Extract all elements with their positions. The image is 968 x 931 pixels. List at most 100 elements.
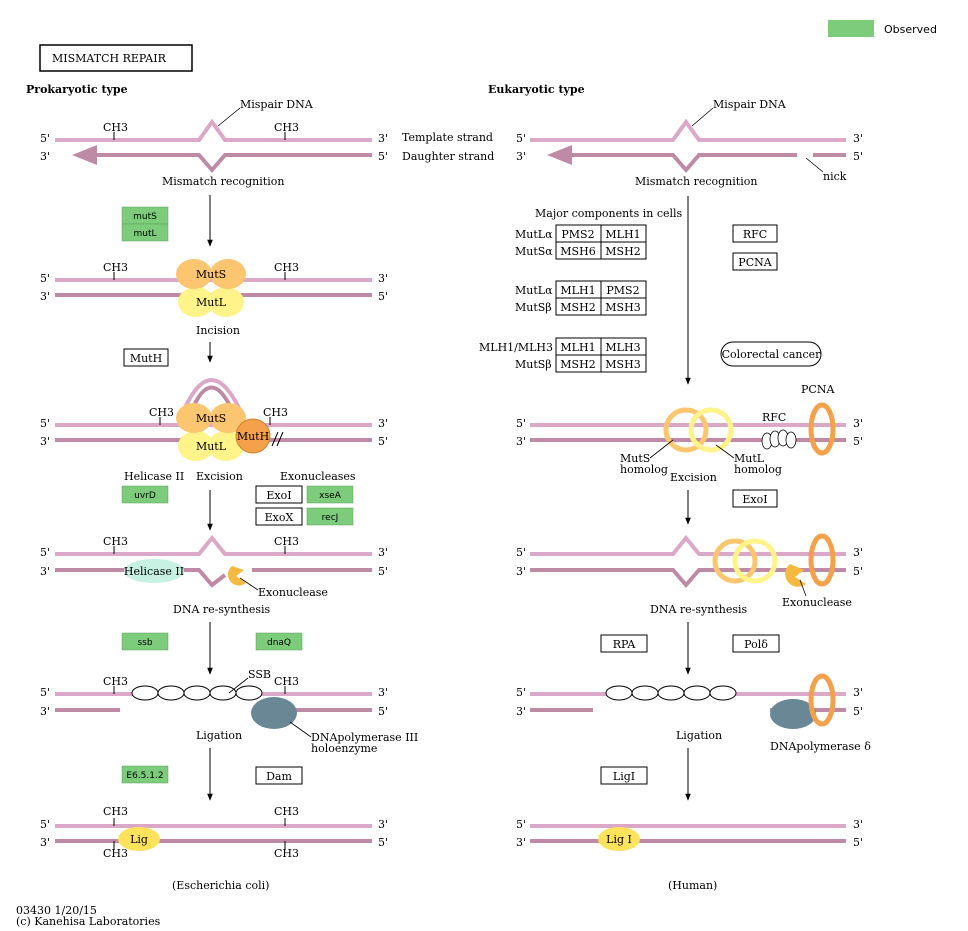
euk-row-3: 5' 3' 3' 5' Exonuclease DNA re-synthesis [516,533,863,616]
prime-3: 3' [853,686,863,699]
footer-copyright: (c) Kanehisa Laboratories [16,915,161,928]
lig-protein-label: Lig [130,833,148,846]
prime-5: 5' [516,818,526,831]
cell-msh2: MSH2 [560,301,595,314]
gene-Pol[interactable] [732,634,780,653]
prime-3: 3' [40,705,50,718]
mlh1mlh3-label: MLH1/MLH3 [479,341,553,354]
gene-mutL-label: mutL [133,229,156,239]
ch3-label: CH3 [274,121,299,134]
gene-Dam[interactable] [255,766,303,785]
gene-dnaQ[interactable] [255,632,303,651]
cell-mlh1: MLH1 [605,228,640,241]
prime-3: 3' [853,818,863,831]
gene-E6512[interactable] [121,765,169,784]
gene-recJ-label: recJ [322,513,339,523]
prok-ligation-label: Ligation [196,729,242,742]
mutsb-label: MutSβ [515,301,552,314]
gene-LigI-label: LigI [613,770,635,783]
prime-3: 3' [40,565,50,578]
mutsa-label: MutSα [515,245,553,258]
major-components: Major components in cells MutLα MutSα PM… [479,207,683,373]
euk-mispair-label: Mispair DNA [713,98,787,111]
prok-exonuclease-label: Exonuclease [258,586,328,599]
gene-xseA[interactable] [306,485,354,504]
ch3-label: CH3 [103,121,128,134]
prime-3: 3' [516,836,526,849]
euk-excision-label: Excision [670,471,717,484]
prok-row-2: CH3 CH3 5' 3' 3' 5' MutS MutL Incision [40,259,388,337]
ch3-label: CH3 [274,805,299,818]
ch3-label: CH3 [103,675,128,688]
prime-5: 5' [378,150,388,163]
gene-dnaQ-label: dnaQ [267,638,291,648]
colorectal-cancer-link[interactable] [720,341,822,367]
gene-MutH[interactable] [123,348,169,367]
cell-pms2: PMS2 [606,284,639,297]
prok-dnapol-label-2: holoenzyme [311,742,377,755]
prime-5: 5' [378,435,388,448]
gene-ssb-label: ssb [137,638,152,648]
gene-ExoX[interactable] [255,507,303,526]
pcna-label: PCNA [801,383,835,396]
prok-row-6: CH3 CH3 CH3 CH3 5' 3' 3' 5' Lig (Escheri… [40,805,388,892]
prime-3: 3' [516,435,526,448]
gene-PCNA-label: PCNA [738,256,772,269]
euk-exonuclease-label: Exonuclease [782,596,852,609]
cell-pms2: PMS2 [561,228,594,241]
prime-5: 5' [378,836,388,849]
prime-3: 3' [516,705,526,718]
ch3-label: CH3 [274,535,299,548]
prime-3: 3' [853,546,863,559]
gene-RFC[interactable] [732,224,778,243]
gene-Dam-label: Dam [266,770,292,783]
mutl-homolog-label-2: homolog [734,463,782,476]
prime-3: 3' [853,132,863,145]
euk-mismatch-recognition-label: Mismatch recognition [635,175,757,188]
euk-row-5: 5' 3' 3' 5' Lig I (Human) [516,818,863,892]
gene-ExoI-euk[interactable] [732,489,778,508]
legend-swatch [828,20,874,37]
gene-PCNA[interactable] [732,252,778,271]
ch3-label: CH3 [274,847,299,860]
gene-recJ[interactable] [306,507,354,526]
cell-msh3: MSH3 [605,358,640,371]
prime-5: 5' [516,132,526,145]
colorectal-cancer-label: Colorectal cancer [722,348,822,361]
gene-ExoI-label: ExoI [266,489,291,502]
ch3-label: CH3 [103,535,128,548]
prime-3: 3' [378,818,388,831]
prok-resynthesis-label: DNA re-synthesis [173,603,270,616]
prime-3: 3' [853,417,863,430]
cell-msh6: MSH6 [560,245,595,258]
prime-3: 3' [516,150,526,163]
ligi-protein-label: Lig I [606,833,632,846]
prime-3: 3' [40,290,50,303]
prok-row-1: CH3 CH3 5' 3' 3' 5' Mispair DNA Template… [40,98,494,188]
gene-ssb[interactable] [121,632,169,651]
gene-LigI[interactable] [600,766,648,785]
prime-5: 5' [40,818,50,831]
gene-RFC-label: RFC [743,228,767,241]
ch3-label: CH3 [103,261,128,274]
gene-ExoI[interactable] [255,485,303,504]
prime-3: 3' [40,150,50,163]
prok-heading: Prokaryotic type [26,83,128,96]
prime-5: 5' [40,132,50,145]
helicase-protein-label: Helicase II [124,565,184,578]
gene-uvrD[interactable] [121,485,169,504]
gene-mutL[interactable] [121,223,169,242]
muts-protein-label: MutS [196,268,226,281]
prime-3: 3' [516,565,526,578]
cell-mlh1: MLH1 [560,284,595,297]
gene-RPA[interactable] [600,634,648,653]
prok-row-5: CH3 CH3 5' 3' 3' 5' SSB DNApolymerase II… [40,668,418,755]
helicase-ii-heading: Helicase II [124,470,184,483]
gene-MutH-label: MutH [130,352,162,365]
euk-row-1: 5' 3' 3' 5' Mispair DNA nick Mismatch re… [516,98,863,188]
prime-3: 3' [378,686,388,699]
gene-xseA-label: xseA [319,491,342,501]
incision-label: Incision [196,324,240,337]
euk-heading: Eukaryotic type [488,83,585,96]
